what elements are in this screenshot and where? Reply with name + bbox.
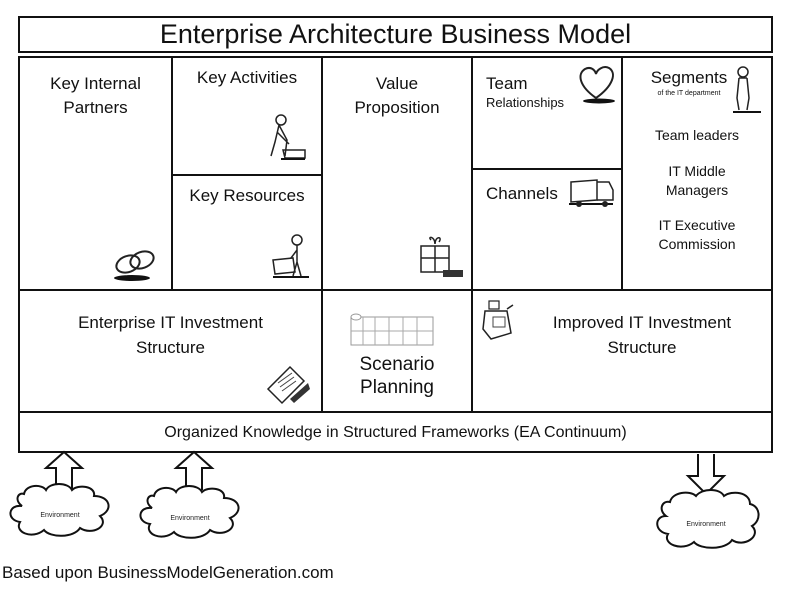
cell-key-activities: Key Activities: [171, 56, 323, 176]
cell-key-internal-partners: Key Internal Partners: [18, 56, 173, 291]
segments-sublabel: of the IT department: [657, 90, 721, 97]
person-working-icon: [270, 114, 306, 160]
environment-label-2: Environment: [170, 515, 209, 522]
cell-key-resources: Key Resources: [171, 174, 323, 291]
relationships-label: Relationships: [486, 95, 565, 110]
cell-scenario-planning: Scenario Planning: [321, 289, 473, 413]
up-arrow-icon: [43, 450, 85, 490]
chain-links-icon: [114, 250, 155, 281]
cell-enterprise-it-investment-structure: Enterprise IT Investment Structure: [18, 289, 323, 413]
cell-team-relationships: Team Relationships: [471, 56, 623, 170]
scenario-label-2: Planning: [360, 377, 434, 398]
up-arrow-icon: [173, 450, 215, 490]
team-label: Team: [486, 74, 528, 93]
cell-improved-it-investment-structure: Improved IT Investment Structure: [471, 289, 773, 413]
environment-label-1: Environment: [40, 512, 79, 519]
segments-label: Segments: [650, 68, 728, 87]
foundation-label: Organized Knowledge in Structured Framew…: [164, 424, 627, 441]
down-arrow-icon: [685, 454, 727, 496]
person-with-cart-icon: [272, 234, 309, 278]
key-internal-partners-label-1: Key Internal: [50, 74, 141, 93]
cell-channels: Channels: [471, 168, 623, 291]
page-title: Enterprise Architecture Business Model: [18, 16, 773, 53]
heart-icon: [579, 66, 615, 104]
value-proposition-label-2: Proposition: [354, 98, 440, 117]
segment-item-it-middle-1: IT Middle: [668, 163, 726, 179]
revenue-label-2: Structure: [607, 338, 677, 357]
footer-attribution: Based upon BusinessModelGeneration.com: [2, 563, 334, 582]
environment-label-3: Environment: [686, 521, 725, 528]
key-internal-partners-label-2: Partners: [63, 98, 128, 117]
environment-diagram: Environment Environment Environment: [9, 450, 760, 549]
revenue-label-1: Improved IT Investment: [552, 313, 732, 332]
cost-structure-label-2: Structure: [136, 338, 205, 357]
channels-label: Channels: [486, 184, 558, 203]
environment-cloud-2: Environment: [139, 485, 240, 539]
segment-item-it-exec-1: IT Executive: [658, 217, 736, 233]
value-proposition-label-1: Value: [375, 74, 419, 93]
key-activities-label: Key Activities: [196, 68, 298, 87]
foundation-bar: Organized Knowledge in Structured Framew…: [18, 411, 773, 453]
scenario-label-1: Scenario: [359, 354, 435, 375]
cost-structure-label-1: Enterprise IT Investment: [78, 313, 263, 332]
segment-item-it-middle-2: Managers: [665, 182, 729, 198]
segment-item-team-leaders: Team leaders: [654, 127, 740, 143]
environment-cloud-1: Environment: [9, 483, 110, 537]
cell-segments: Segments of the IT department Team leade…: [621, 56, 773, 291]
scroll-grid-icon: [350, 313, 434, 346]
standing-person-icon: [733, 66, 761, 113]
environment-cloud-3: Environment: [656, 489, 760, 549]
truck-icon: [569, 179, 614, 207]
segment-item-it-exec-2: Commission: [658, 236, 736, 252]
documents-icon: [266, 365, 310, 405]
cell-value-proposition: Value Proposition: [321, 56, 473, 291]
key-resources-label: Key Resources: [189, 186, 305, 205]
cash-register-icon: [482, 300, 514, 340]
gift-box-icon: [420, 236, 463, 277]
